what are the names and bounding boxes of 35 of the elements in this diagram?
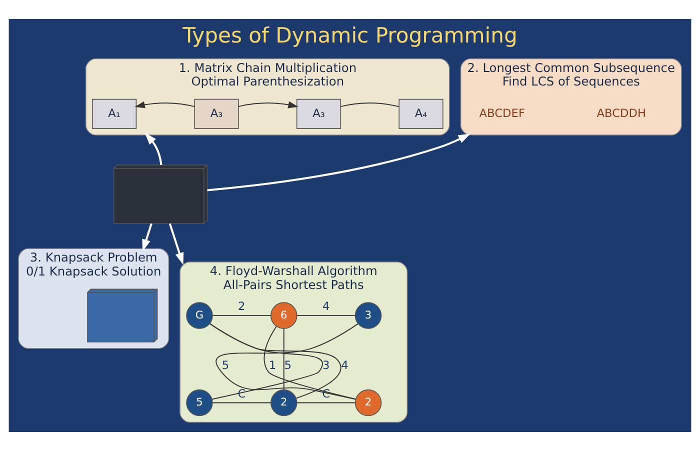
edge-label: 1 — [268, 357, 276, 372]
connector — [216, 322, 358, 400]
arrow — [168, 222, 184, 264]
edge-label: 5 — [284, 357, 292, 372]
arrow — [134, 100, 196, 108]
node-circle: 6 — [270, 302, 298, 328]
edge-label: 5 — [222, 357, 230, 372]
cluster: 3. Knapsack Problem 0/1 Knapsack Solution — [18, 248, 170, 348]
arrow — [144, 132, 162, 165]
node-circle: G — [186, 302, 213, 328]
connector — [340, 102, 400, 107]
arrow — [238, 100, 298, 108]
connector — [264, 325, 356, 400]
label: ABCDDH — [596, 105, 646, 120]
node-circle: 5 — [186, 388, 213, 416]
connector — [283, 328, 284, 390]
node-circle: 2 — [270, 388, 298, 416]
edge-label: 2 — [238, 298, 246, 313]
connector — [212, 402, 272, 403]
connector — [296, 402, 356, 403]
diagram-title: Types of Dynamic Programming — [182, 22, 518, 47]
label: ABCDEF — [479, 105, 525, 120]
edge-label: 4 — [341, 357, 348, 372]
node-box: A₁ — [92, 98, 137, 128]
node-box: A₃ — [194, 98, 239, 128]
edge-label: 3 — [322, 357, 330, 372]
node-circle: 3 — [354, 302, 382, 328]
node-box: A₃ — [296, 98, 342, 128]
node-circle: 2 — [354, 388, 382, 416]
arrow — [142, 222, 152, 252]
connector — [212, 314, 272, 316]
connector — [296, 314, 356, 316]
edge-label: 4 — [322, 298, 330, 313]
arrow — [207, 133, 471, 191]
node-box: A₄ — [398, 98, 444, 128]
